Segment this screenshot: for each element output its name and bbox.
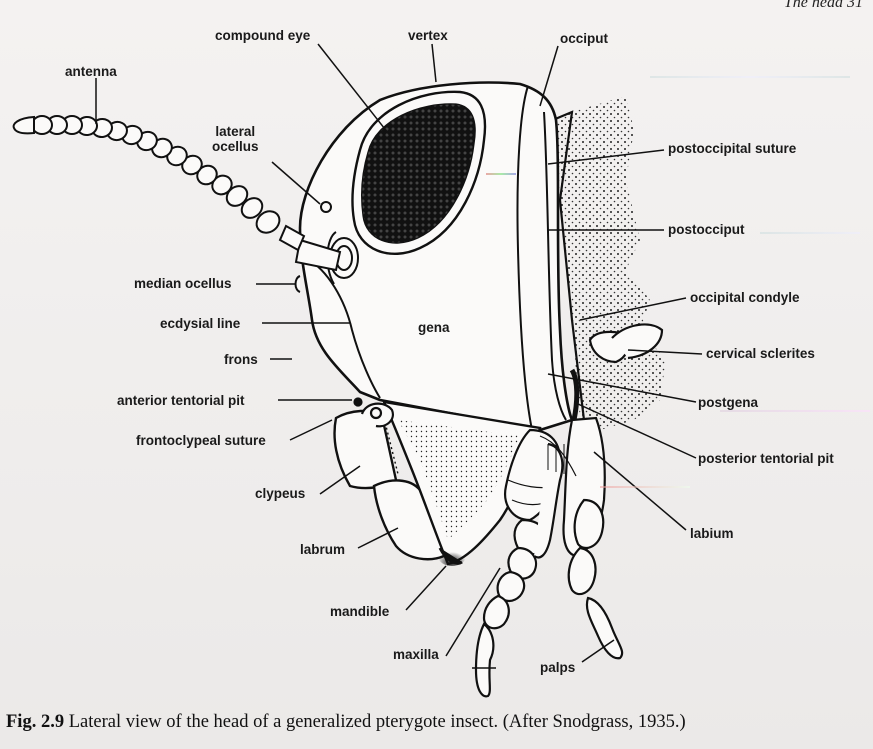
label-postocciput: postocciput — [668, 222, 745, 237]
label-labium: labium — [690, 526, 734, 541]
postoccipital-suture-line — [543, 111, 567, 421]
anterior-articulation — [353, 397, 394, 428]
occipital-suture-line — [516, 85, 533, 431]
lateral-ocellus-shape — [320, 201, 332, 213]
scan-streak — [760, 232, 860, 234]
label-frons: frons — [224, 352, 258, 367]
mandible-shape — [381, 400, 542, 566]
label-occipital-condyle: occipital condyle — [690, 290, 800, 305]
ecdysial-line — [305, 257, 381, 399]
scan-streak — [486, 173, 516, 175]
label-frontoclypeal-suture: frontoclypeal suture — [136, 433, 266, 448]
label-palps: palps — [540, 660, 576, 675]
label-lateral-ocellus: lateral ocellus — [212, 124, 259, 154]
label-cervical-sclerites: cervical sclerites — [706, 346, 815, 361]
cervical-sclerites-shape — [588, 323, 664, 364]
compound-eye-shape — [351, 90, 487, 255]
label-ecdysial-line: ecdysial line — [160, 316, 241, 331]
maxilla-shape — [474, 428, 564, 698]
figure-number: Fig. 2.9 — [6, 712, 65, 732]
label-postoccipital-suture: postoccipital suture — [668, 141, 797, 156]
label-antenna: antenna — [65, 64, 117, 79]
caption-text: Lateral view of the head of a generalize… — [64, 712, 686, 732]
label-maxilla: maxilla — [393, 647, 439, 662]
antenna-shape — [12, 115, 342, 272]
label-mandible: mandible — [330, 604, 390, 619]
label-clypeus: clypeus — [255, 486, 306, 501]
scan-streak — [720, 410, 870, 412]
label-occiput: occiput — [560, 31, 609, 46]
label-compound-eye: compound eye — [215, 28, 311, 43]
label-posterior-tentorial-pit: posterior tentorial pit — [698, 451, 834, 466]
figure-caption: Fig. 2.9 Lateral view of the head of a g… — [6, 712, 686, 733]
label-gena: gena — [418, 320, 450, 335]
posterior-tentorial-pit-mark — [569, 368, 580, 421]
median-ocellus-shape — [294, 275, 301, 293]
label-median-ocellus: median ocellus — [134, 276, 232, 291]
leader-lines — [95, 43, 703, 669]
label-postgena: postgena — [698, 395, 759, 410]
running-head: The head 31 — [783, 0, 863, 11]
scan-streak — [650, 76, 850, 78]
label-anterior-tentorial-pit: anterior tentorial pit — [117, 393, 245, 408]
label-labrum: labrum — [300, 542, 346, 557]
postocciput-region — [547, 96, 666, 430]
scan-streak — [600, 486, 690, 488]
label-vertex: vertex — [408, 28, 448, 43]
